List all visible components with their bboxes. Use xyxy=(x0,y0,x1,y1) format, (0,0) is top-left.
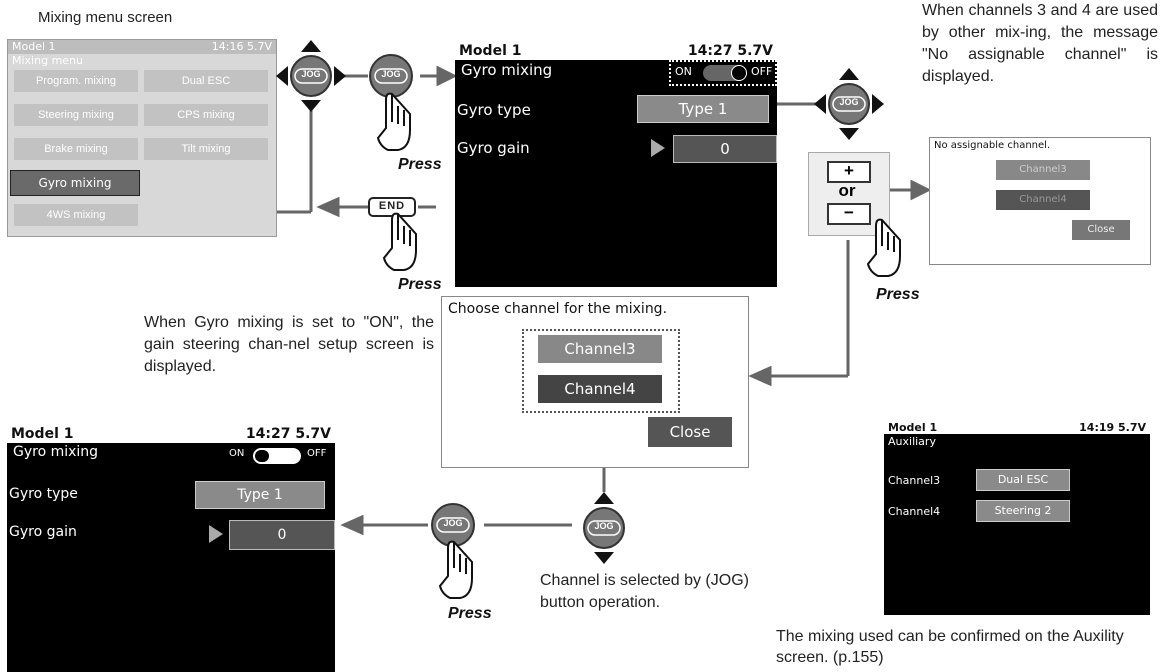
press-label: Press xyxy=(448,605,492,622)
time-voltage: 14:19 5.7V xyxy=(1079,421,1146,434)
jog-select-caption: Channel is selected by (JOG) button oper… xyxy=(540,572,749,611)
dialog-title: Choose channel for the mixing. xyxy=(448,301,668,317)
plus-button[interactable]: + xyxy=(827,161,871,183)
mixing-menu-time: 14:16 5.7V xyxy=(211,40,272,53)
choose-channel-dialog: Choose channel for the mixing. Channel3 … xyxy=(441,296,749,468)
gyro-type-label: Gyro type xyxy=(457,101,531,119)
toggle-off-label: OFF xyxy=(751,65,773,78)
jog-label: JOG xyxy=(443,518,463,528)
on-off-toggle[interactable]: ON OFF xyxy=(669,60,777,86)
or-label: or xyxy=(838,181,856,200)
toggle-track xyxy=(703,65,747,81)
gyro-gain-value[interactable]: 0 xyxy=(673,135,777,163)
screen-title: Auxiliary xyxy=(888,435,936,448)
toggle-off-label: OFF xyxy=(307,448,327,459)
mixing-menu-model: Model 1 xyxy=(12,40,56,53)
menu-item-cps-mixing[interactable]: CPS mixing xyxy=(144,104,268,126)
jog-label: JOG xyxy=(839,97,859,107)
jog-dial-control[interactable]: JOG xyxy=(814,68,884,140)
time-voltage: 14:27 5.7V xyxy=(687,43,773,59)
mixing-menu-screen: Model 1 14:16 5.7V Mixing menu Program. … xyxy=(7,39,277,237)
jog-label: JOG xyxy=(594,521,614,531)
gain-pointer-icon xyxy=(651,139,665,157)
no-assignable-dialog: No assignable channel. Channel3 Channel4… xyxy=(929,137,1151,265)
close-button[interactable]: Close xyxy=(1072,220,1130,240)
toggle-track xyxy=(253,448,301,464)
jog-dial-arrows-icon xyxy=(814,68,884,140)
channel3-value[interactable]: Dual ESC xyxy=(976,469,1070,491)
time-voltage: 14:27 5.7V xyxy=(245,426,331,442)
jog-press-button[interactable]: JOG xyxy=(366,53,416,103)
gyro-type-value[interactable]: Type 1 xyxy=(195,481,325,509)
menu-item-program-mixing[interactable]: Program. mixing xyxy=(14,70,138,92)
gain-channel-caption: When Gyro mixing is set to "ON", the gai… xyxy=(144,314,434,375)
gain-pointer-icon xyxy=(209,525,223,543)
gyro-mixing-screen-bottom: Model 1 14:27 5.7V Gyro mixing ON OFF Gy… xyxy=(7,426,335,672)
press-label: Press xyxy=(398,156,442,173)
menu-item-tilt-mixing[interactable]: Tilt mixing xyxy=(144,138,268,160)
channel4-value[interactable]: Steering 2 xyxy=(976,500,1070,522)
press-label: Press xyxy=(398,276,442,293)
screen-header: Model 1 14:27 5.7V xyxy=(455,43,777,60)
channel4-button[interactable]: Channel4 xyxy=(996,190,1090,210)
minus-button[interactable]: − xyxy=(827,203,871,225)
jog-dial-control[interactable]: JOG xyxy=(276,40,346,112)
menu-item-steering-mixing[interactable]: Steering mixing xyxy=(14,104,138,126)
toggle-knob xyxy=(731,65,747,81)
gyro-gain-label: Gyro gain xyxy=(9,524,77,540)
model-name: Model 1 xyxy=(888,421,938,434)
toggle-knob xyxy=(255,450,269,462)
jog-label: JOG xyxy=(301,69,321,79)
auxiliary-screen: Model 1 14:19 5.7V Auxiliary Channel3 Du… xyxy=(884,421,1150,615)
auxility-caption: The mixing used can be confirmed on the … xyxy=(776,628,1124,666)
plus-minus-panel: + or − xyxy=(808,152,890,236)
gyro-mixing-screen-top: Model 1 14:27 5.7V Gyro mixing ON OFF Gy… xyxy=(455,43,777,287)
screen-header: Model 1 14:27 5.7V xyxy=(7,426,335,443)
close-button[interactable]: Close xyxy=(648,417,732,447)
press-label: Press xyxy=(876,286,920,303)
channel3-button[interactable]: Channel3 xyxy=(996,160,1090,180)
end-label: END xyxy=(378,200,406,212)
screen-header: Model 1 14:19 5.7V xyxy=(884,421,1150,434)
toggle-on-label: ON xyxy=(675,65,692,78)
on-off-toggle[interactable]: ON OFF xyxy=(229,446,333,466)
jog-dial-arrows-icon xyxy=(276,40,346,112)
channel3-label: Channel3 xyxy=(888,474,941,487)
model-name: Model 1 xyxy=(459,43,522,59)
channel3-button[interactable]: Channel3 xyxy=(538,335,662,363)
gyro-type-value[interactable]: Type 1 xyxy=(637,95,769,123)
menu-item-dual-esc[interactable]: Dual ESC xyxy=(144,70,268,92)
gyro-gain-value[interactable]: 0 xyxy=(229,520,335,550)
channel-selection-group xyxy=(522,329,680,413)
mixing-menu-header: Model 1 14:16 5.7V xyxy=(8,40,276,54)
menu-item-brake-mixing[interactable]: Brake mixing xyxy=(14,138,138,160)
menu-item-4ws-mixing[interactable]: 4WS mixing xyxy=(14,204,138,226)
jog-button-icon xyxy=(369,54,413,98)
dialog-title: No assignable channel. xyxy=(934,140,1051,151)
mixing-menu-caption: Mixing menu screen xyxy=(38,9,173,26)
jog-up-down-arrows-icon xyxy=(583,492,625,564)
screen-title: Gyro mixing xyxy=(13,444,99,460)
model-name: Model 1 xyxy=(11,426,74,442)
jog-press-button[interactable]: JOG xyxy=(428,502,478,552)
mixing-menu-title: Mixing menu xyxy=(12,54,83,67)
jog-dial-control[interactable]: JOG xyxy=(574,492,634,564)
no-assignable-caption: When channels 3 and 4 are used by other … xyxy=(922,2,1158,85)
gyro-gain-label: Gyro gain xyxy=(457,139,530,157)
jog-label: JOG xyxy=(381,69,401,79)
menu-item-gyro-mixing[interactable]: Gyro mixing xyxy=(10,170,140,196)
channel4-button[interactable]: Channel4 xyxy=(538,375,662,403)
toggle-on-label: ON xyxy=(229,448,245,459)
channel4-label: Channel4 xyxy=(888,505,941,518)
screen-title: Gyro mixing xyxy=(461,61,553,79)
gyro-type-label: Gyro type xyxy=(9,486,78,502)
